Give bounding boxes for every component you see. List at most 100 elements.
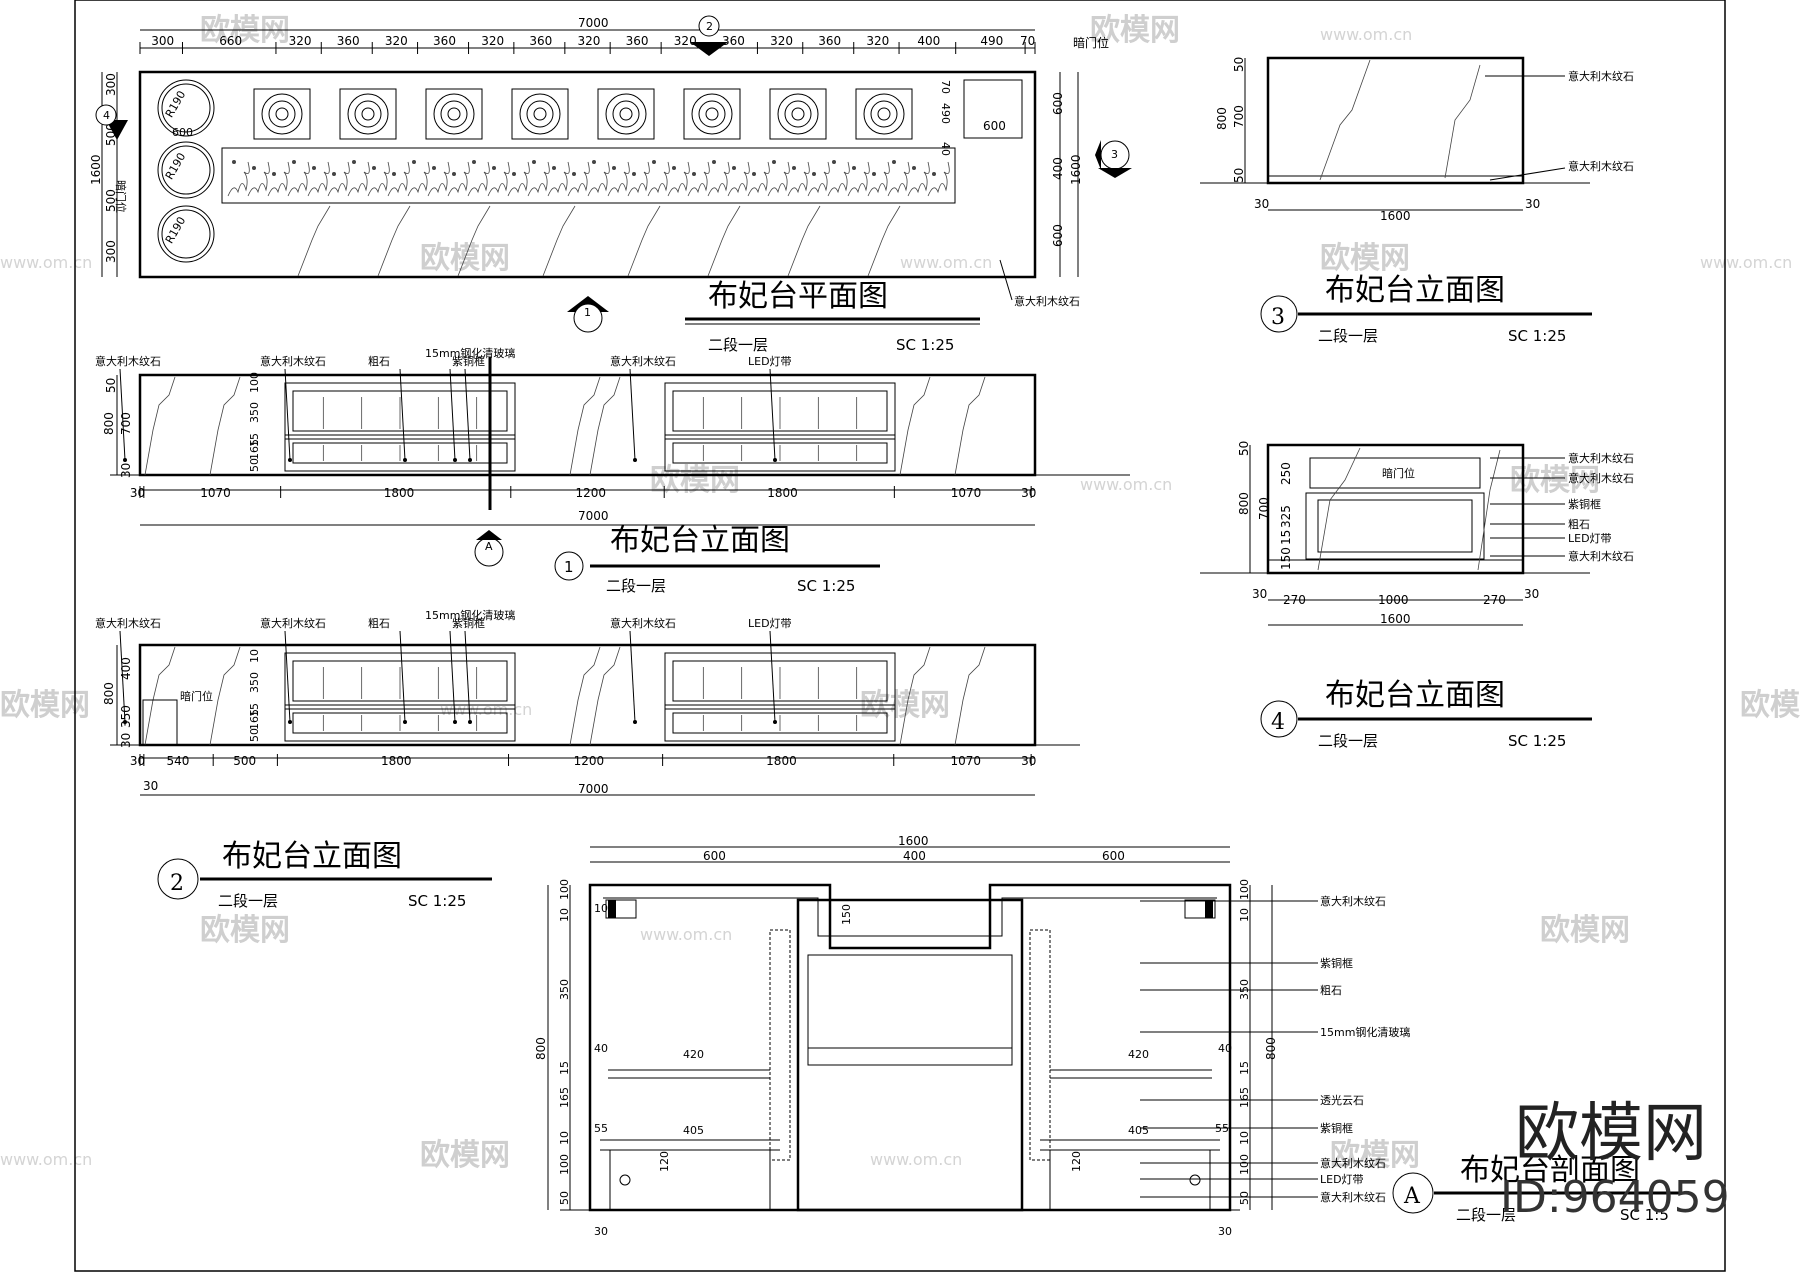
foliage-leaf xyxy=(432,166,436,170)
glass-panel xyxy=(672,390,888,432)
callout-label: 紫铜框 xyxy=(1320,956,1353,970)
callout-label: 粗石 xyxy=(368,355,390,368)
plan-right-dim: 600 xyxy=(1051,224,1065,247)
callout-dot xyxy=(403,720,407,724)
elev3-height: 800 xyxy=(1215,107,1229,130)
watermark-brand: 欧模网 xyxy=(1540,913,1630,948)
foliage-leaf xyxy=(732,166,736,170)
plan-inner-dim: 600 xyxy=(172,126,193,139)
watermark-brand: 欧模网 xyxy=(0,688,90,723)
plan-right-dim: 600 xyxy=(1051,92,1065,115)
bottom-dim: 540 xyxy=(167,754,190,768)
foliage-leaf xyxy=(272,172,276,176)
callout-label: 粗石 xyxy=(368,617,390,630)
elev1-scale: SC 1:25 xyxy=(797,577,855,595)
inner-dim: 165 xyxy=(248,439,261,460)
watermark-brand: 欧模网 xyxy=(650,463,740,498)
bottom-dim: 30 xyxy=(130,486,145,500)
foliage-stroke xyxy=(787,161,810,197)
watermark-brand: 欧模网 xyxy=(1090,13,1180,48)
foliage-leaf xyxy=(632,172,636,176)
callout-label: LED灯带 xyxy=(1568,532,1612,545)
callout-leader xyxy=(629,630,636,723)
foliage-stroke xyxy=(287,161,310,197)
callout-dot xyxy=(633,458,637,462)
sheet-border xyxy=(74,0,1726,1272)
foliage-stroke xyxy=(627,161,650,197)
plan-top-dim: 320 xyxy=(866,34,889,48)
elev4-title: 布妃台立面图 xyxy=(1325,678,1505,713)
foliage-stroke xyxy=(927,161,950,197)
elev1-number-circle xyxy=(554,551,584,581)
elev2-number-circle xyxy=(157,858,199,900)
inner-dim: 420 xyxy=(1128,1048,1149,1061)
bottom-dim: 1200 xyxy=(574,754,605,768)
vein xyxy=(209,646,241,746)
foliage-stroke xyxy=(307,161,330,197)
vein xyxy=(627,205,661,277)
vein xyxy=(867,205,901,277)
callout-label: 意大利木纹石 xyxy=(1320,1190,1386,1204)
plan-top-dim: 400 xyxy=(917,34,940,48)
foliage-stroke xyxy=(847,161,870,197)
foliage-stroke xyxy=(227,161,250,197)
callout-label: 意大利木纹石 xyxy=(610,354,676,368)
watermark-url: www.om.cn xyxy=(0,1150,92,1169)
callout-label: 意大利木纹石 xyxy=(260,616,326,630)
foliage-stroke xyxy=(667,161,690,197)
watermark-brand: 欧模网 xyxy=(200,913,290,948)
callout-dot xyxy=(453,458,457,462)
watermark-brand: 欧模网 xyxy=(1740,688,1800,723)
glass-panel xyxy=(292,390,508,432)
elev2-left-dim: 350 xyxy=(119,705,133,728)
watermark-url: www.om.cn xyxy=(1700,253,1792,272)
bottom-dim: 30 xyxy=(130,754,145,768)
foliage-stroke xyxy=(527,161,550,197)
callout-leader xyxy=(449,630,456,723)
display-panel xyxy=(664,652,896,742)
callout-label: 15mm钢化清玻璃 xyxy=(425,346,515,360)
plan-outline xyxy=(138,70,1037,279)
watermarks: 欧模网 欧模网 www.om.cn www.om.cn 欧模网 www.om.c… xyxy=(0,13,1800,1173)
vein xyxy=(457,205,491,277)
elev3-subtitle: 二段一层 xyxy=(1318,327,1378,345)
elev3-dim: 700 xyxy=(1232,105,1246,128)
callout-label: LED灯带 xyxy=(748,617,792,630)
callout-label: LED灯带 xyxy=(748,355,792,368)
callout-label: 意大利木纹石 xyxy=(260,354,326,368)
sink-bowl xyxy=(261,93,303,135)
elev3-dim: 50 xyxy=(1232,168,1246,183)
sink-box xyxy=(769,88,827,140)
plan-top-dim: 660 xyxy=(219,34,242,48)
foliage-leaf xyxy=(412,160,416,164)
elev1-panels xyxy=(284,382,896,472)
foliage-stroke xyxy=(367,161,390,197)
elevation-3: 意大利木纹石 意大利木纹石 50 700 50 800 30 1600 30 3… xyxy=(1200,57,1634,345)
elev4-hidden-door xyxy=(1309,457,1481,489)
vein xyxy=(954,646,986,746)
foliage-stroke xyxy=(687,161,710,197)
sink-ring xyxy=(354,100,382,128)
foliage-leaf xyxy=(652,160,656,164)
watermark-url: www.om.cn xyxy=(0,253,92,272)
elev3-number-circle xyxy=(1260,295,1298,333)
callout-leader xyxy=(769,368,776,461)
right-dim: 100 xyxy=(1238,879,1251,900)
foliage-leaf xyxy=(252,166,256,170)
vein xyxy=(569,646,601,746)
elev3-outline xyxy=(1266,56,1525,185)
foliage-stroke xyxy=(747,161,770,197)
left-dim: 10 xyxy=(558,908,571,922)
left-dim: 15 xyxy=(558,1061,571,1075)
elev3-label: 意大利木纹石 xyxy=(1568,69,1634,83)
foliage-stroke xyxy=(607,161,630,197)
callout-dot xyxy=(123,720,127,724)
bottom-dim: 1800 xyxy=(766,754,797,768)
foliage-stroke xyxy=(347,161,370,197)
svg-text:A: A xyxy=(485,540,493,553)
callout-label: 紫铜框 xyxy=(1320,1121,1353,1135)
sink-drain xyxy=(705,107,719,121)
svg-text:1: 1 xyxy=(584,306,591,319)
watermark-brand: 欧模网 xyxy=(1320,241,1410,276)
